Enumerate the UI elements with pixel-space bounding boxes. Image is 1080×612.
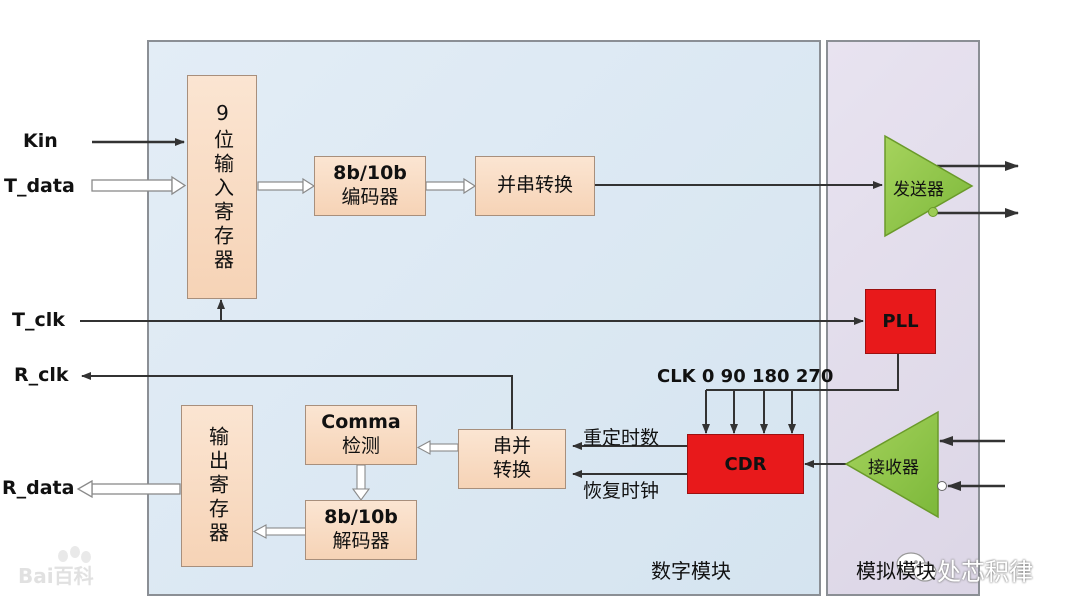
receiver-inv-bubble <box>937 481 947 491</box>
transmitter-label: 发送器 <box>893 180 944 200</box>
baidu-watermark: Bai百科 <box>18 564 94 588</box>
r-clk-label: R_clk <box>14 364 69 386</box>
digital-module-label: 数字模块 <box>651 559 731 583</box>
encoder-top-label: 8b/10b <box>333 162 407 185</box>
serpar-to-comma-bus <box>416 440 459 455</box>
cdr-label: CDR <box>724 453 767 475</box>
parallel-to-serial-block: 并串转换 <box>475 156 595 216</box>
input-register: 9位输入寄存器 <box>187 75 257 299</box>
baidu-paw-watermark <box>58 546 91 563</box>
comma-detect-block: Comma 检测 <box>305 405 417 465</box>
comma-top-label: Comma <box>321 411 401 434</box>
encoder-bottom-label: 编码器 <box>341 186 399 208</box>
wechat-watermark: 处芯积律 <box>937 558 1033 586</box>
r-clk-wire <box>81 372 513 429</box>
encoder-to-parser-bus <box>425 177 477 195</box>
recovered-clock-label: 恢复时钟 <box>583 480 660 502</box>
cdr-block: CDR <box>687 434 804 494</box>
comma-to-decoder-bus <box>351 464 371 501</box>
pll-to-cdr-wire <box>706 354 899 391</box>
t-data-bus <box>91 175 187 196</box>
decoder-bottom-label: 解码器 <box>332 530 390 552</box>
t-clk-label: T_clk <box>12 309 65 331</box>
comma-bottom-label: 检测 <box>341 435 380 457</box>
clk-phases-label: CLK 0 90 180 270 <box>657 366 834 387</box>
output-register: 输出寄存器 <box>181 405 253 567</box>
kin-label: Kin <box>23 130 58 152</box>
register-to-encoder-bus <box>257 177 316 195</box>
pll-block: PLL <box>865 289 936 354</box>
decoder-top-label: 8b/10b <box>324 506 398 529</box>
input-register-label: 9位输入寄存器 <box>210 101 235 273</box>
digital-module-panel <box>147 40 821 596</box>
encoder-block: 8b/10b 编码器 <box>314 156 426 216</box>
decoder-to-output-bus <box>252 524 307 539</box>
decoder-block: 8b/10b 解码器 <box>305 500 417 560</box>
analog-module-label: 模拟模块 <box>856 559 936 583</box>
par-to-ser-label: 并串转换 <box>496 174 573 197</box>
output-register-label: 输出寄存器 <box>205 426 230 546</box>
wechat-icon <box>896 552 937 582</box>
receiver-label: 接收器 <box>868 458 919 478</box>
ser-to-par-bottom-label: 转换 <box>492 459 531 481</box>
receiver-triangle <box>844 410 939 519</box>
transmitter-inv-bubble <box>928 207 938 217</box>
r-data-label: R_data <box>2 477 75 499</box>
r-data-bus <box>76 479 181 499</box>
ser-to-par-top-label: 串并 <box>492 435 531 458</box>
serial-to-parallel-block: 串并 转换 <box>458 429 566 489</box>
pll-label: PLL <box>882 311 919 332</box>
t-data-label: T_data <box>4 175 75 197</box>
retimed-data-label: 重定时数 <box>583 427 660 449</box>
